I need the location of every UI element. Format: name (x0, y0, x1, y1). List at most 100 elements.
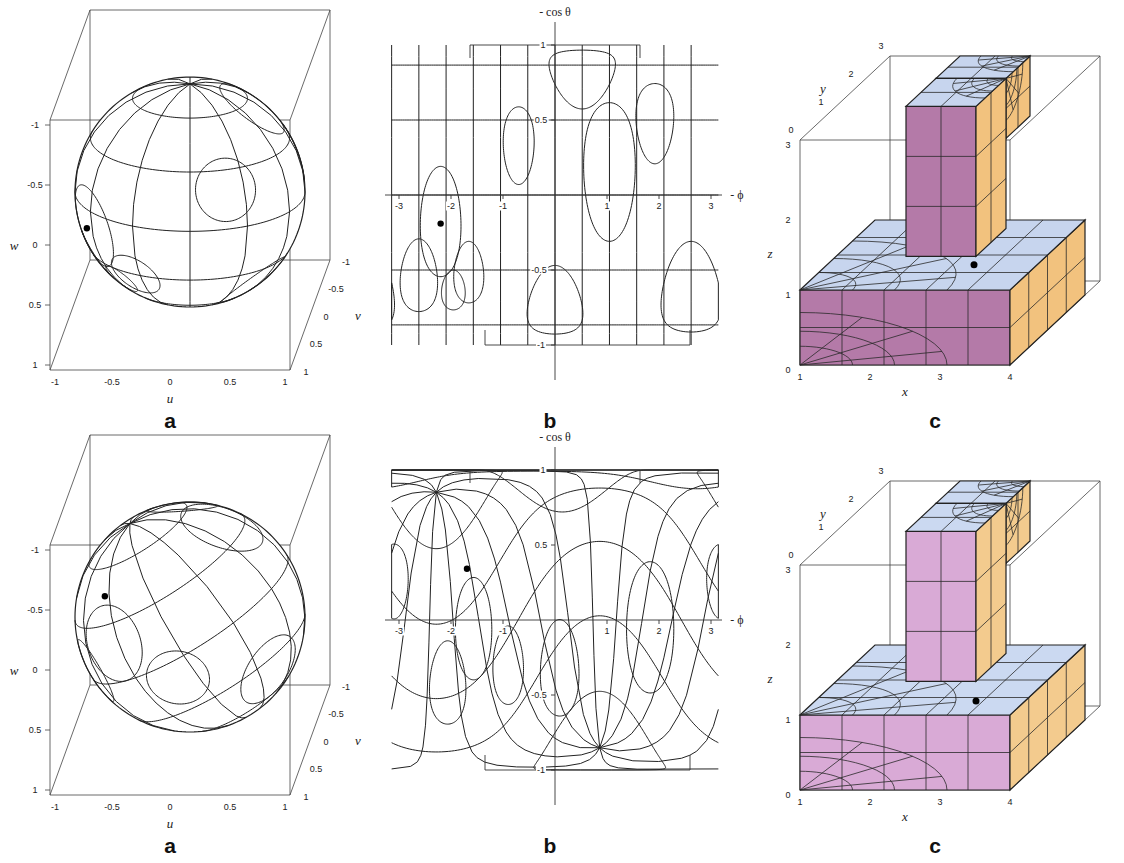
mesh-line (976, 553, 1006, 581)
tick-label: -0.5 (530, 691, 548, 700)
tick-label: 2 (784, 641, 791, 650)
tick-mark (451, 195, 452, 199)
tick-label: 1 (31, 786, 38, 795)
mesh-line (221, 257, 285, 303)
sphere-panel (45, 435, 330, 795)
mesh-line (436, 489, 599, 748)
mesh-line (392, 270, 719, 271)
tick-label: 2 (847, 495, 854, 504)
tick-label: 1 (31, 361, 38, 370)
map-panel (385, 22, 722, 380)
mesh-line (220, 84, 284, 134)
mesh-line (953, 78, 1006, 83)
tick-label: 2 (847, 70, 854, 79)
mesh-line (800, 331, 895, 365)
tick-label: 2 (866, 373, 873, 382)
tick-label: 0 (784, 366, 791, 375)
mesh-line (146, 651, 209, 704)
tick-label: -0.5 (103, 803, 121, 812)
solid-face (800, 290, 1010, 365)
tick-label: 0 (787, 126, 794, 135)
axis-label: - cos θ (538, 6, 572, 18)
panel-letter: b (543, 835, 558, 856)
panel-letter: b (543, 410, 558, 431)
mesh-line (493, 626, 524, 705)
figure-row (45, 435, 1100, 805)
tick-label: 3 (707, 202, 714, 211)
mesh-line (133, 84, 191, 305)
mesh-line (93, 253, 288, 280)
bounding-box (330, 435, 331, 685)
tick-label: 1 (281, 378, 288, 387)
mesh-line (800, 752, 1010, 753)
marked-point (84, 225, 90, 231)
solid-face (906, 78, 1006, 106)
bounding-box (90, 435, 330, 436)
tick-mark (503, 620, 504, 624)
tick-label: 1 (281, 803, 288, 812)
mesh-line (75, 192, 305, 231)
tick-mark (551, 770, 555, 771)
mesh-line (130, 517, 134, 524)
tick-label: 0.5 (223, 378, 238, 387)
tick-label: 1 (603, 627, 610, 636)
mesh-line (436, 471, 599, 748)
face-fill (800, 715, 1010, 790)
axis-label: u (166, 392, 175, 405)
tick-label: 0.5 (223, 803, 238, 812)
tick-mark (711, 195, 712, 199)
tick-label: 0 (322, 738, 329, 747)
mesh-line (441, 270, 465, 310)
tick-mark (551, 45, 555, 46)
mesh-line (203, 676, 289, 731)
mesh-line (190, 77, 191, 84)
axis-label: v (354, 734, 362, 747)
bounding-box (50, 795, 290, 796)
mesh-line (90, 131, 289, 172)
mesh-line (549, 50, 615, 109)
marked-point (971, 261, 978, 268)
bounding-box (290, 260, 330, 370)
mesh-line (168, 79, 190, 84)
mesh-line (906, 581, 976, 582)
mesh-line (966, 503, 1006, 521)
tick-label: 0.5 (534, 116, 549, 125)
axis-label: y (819, 82, 827, 95)
tick-label: -1 (50, 803, 60, 812)
mesh-line (130, 509, 305, 636)
tick-mark (399, 620, 400, 624)
mesh-line (400, 239, 437, 312)
marked-point (973, 698, 980, 705)
solid-panel (800, 56, 1100, 365)
axis-label: - ϕ (729, 614, 744, 626)
solid-face (800, 715, 1010, 790)
mesh-line (120, 524, 129, 526)
tick-label: 0 (31, 666, 38, 675)
tick-label: 1 (796, 373, 803, 382)
sphere-outline (75, 502, 305, 732)
mesh-line (976, 128, 1006, 156)
plot-axis (555, 22, 556, 380)
bounding-box (50, 435, 90, 545)
mesh-line (800, 702, 956, 715)
plot-axis (470, 45, 640, 58)
mesh-line (906, 206, 976, 207)
tick-label: 0.5 (309, 765, 324, 774)
sphere-outline (75, 77, 305, 307)
axis-label: - cos θ (538, 431, 572, 443)
tick-mark (45, 125, 50, 126)
mesh-line (800, 259, 946, 290)
solid-face (906, 106, 976, 256)
face-fill (800, 290, 1010, 365)
bounding-box (290, 435, 330, 545)
mesh-line (109, 524, 228, 729)
mesh-line (111, 255, 160, 293)
mesh-line (139, 614, 305, 722)
bounding-box (1100, 481, 1101, 706)
tick-mark (45, 790, 50, 791)
tick-label: 3 (936, 373, 943, 382)
tick-label: -1 (50, 378, 60, 387)
tick-mark (45, 245, 50, 246)
mesh-line (540, 620, 579, 717)
plot-axis (385, 620, 722, 621)
